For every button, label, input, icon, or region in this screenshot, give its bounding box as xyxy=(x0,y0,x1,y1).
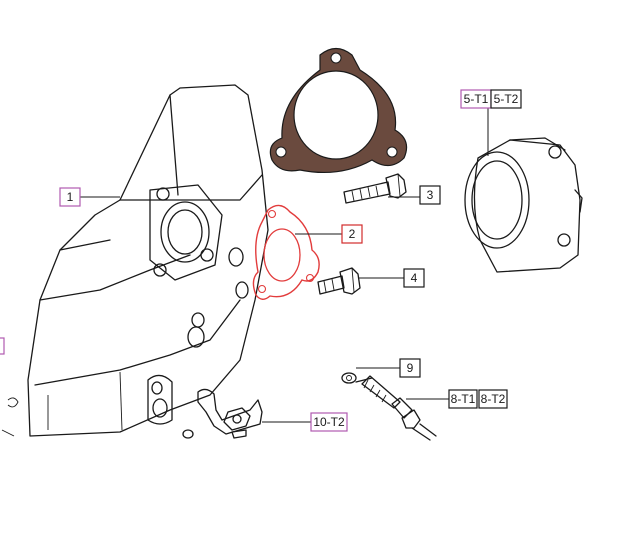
svg-text:5-T1: 5-T1 xyxy=(464,92,489,106)
svg-text:10-T2: 10-T2 xyxy=(313,415,345,429)
stud-fitting-part-8-9[interactable] xyxy=(341,372,437,441)
callout-8-t1[interactable]: 8-T1 xyxy=(448,389,478,409)
callout-1[interactable]: 1 xyxy=(59,187,81,207)
svg-text:8-T2: 8-T2 xyxy=(481,392,506,406)
callout-8-t2[interactable]: 8-T2 xyxy=(478,389,508,409)
callout-3[interactable]: 3 xyxy=(419,185,441,205)
svg-text:5-T2: 5-T2 xyxy=(494,92,519,106)
valve-cover-part[interactable] xyxy=(1,84,269,437)
callout-9[interactable]: 9 xyxy=(399,358,421,378)
callout-2[interactable]: 2 xyxy=(341,224,363,244)
svg-text:3: 3 xyxy=(427,188,434,202)
svg-text:2: 2 xyxy=(349,227,356,241)
svg-text:4: 4 xyxy=(411,271,418,285)
svg-text:1: 1 xyxy=(67,190,74,204)
callout-5-t2[interactable]: 5-T2 xyxy=(490,89,522,109)
bolt-part-3[interactable] xyxy=(343,173,407,204)
callout-4[interactable]: 4 xyxy=(403,268,425,288)
leader-lines xyxy=(80,108,489,423)
callout-10-t2[interactable]: 10-T2 xyxy=(310,412,348,432)
partial-callout-left-edge xyxy=(0,337,5,355)
callout-5-t1[interactable]: 5-T1 xyxy=(460,89,492,109)
svg-text:9: 9 xyxy=(407,361,414,375)
bracket-nut-part-10[interactable] xyxy=(182,388,263,439)
gasket-part-2[interactable] xyxy=(252,204,320,300)
bolt-part-4[interactable] xyxy=(317,267,361,295)
upper-gasket-part[interactable] xyxy=(269,47,408,174)
intake-elbow-part-5[interactable] xyxy=(464,137,583,273)
svg-text:8-T1: 8-T1 xyxy=(451,392,476,406)
